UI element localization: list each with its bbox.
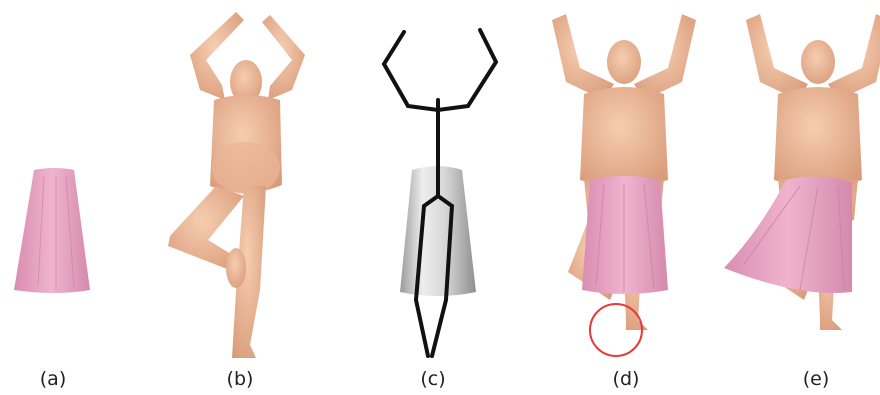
panel-d-draped [552,14,696,356]
panel-a-skirt [14,168,90,293]
skirt-shape [582,176,668,294]
skirt-shape [14,168,90,293]
panel-label-e: (e) [786,368,846,390]
panel-c-skeleton [384,30,496,356]
skirt-shape [724,176,852,293]
panel-label-d: (d) [596,368,656,390]
panel-e-draped [724,14,880,330]
panel-b-body [168,12,305,358]
panel-label-a: (a) [23,368,83,390]
panel-label-c: (c) [403,368,463,390]
panel-label-b: (b) [210,368,270,390]
